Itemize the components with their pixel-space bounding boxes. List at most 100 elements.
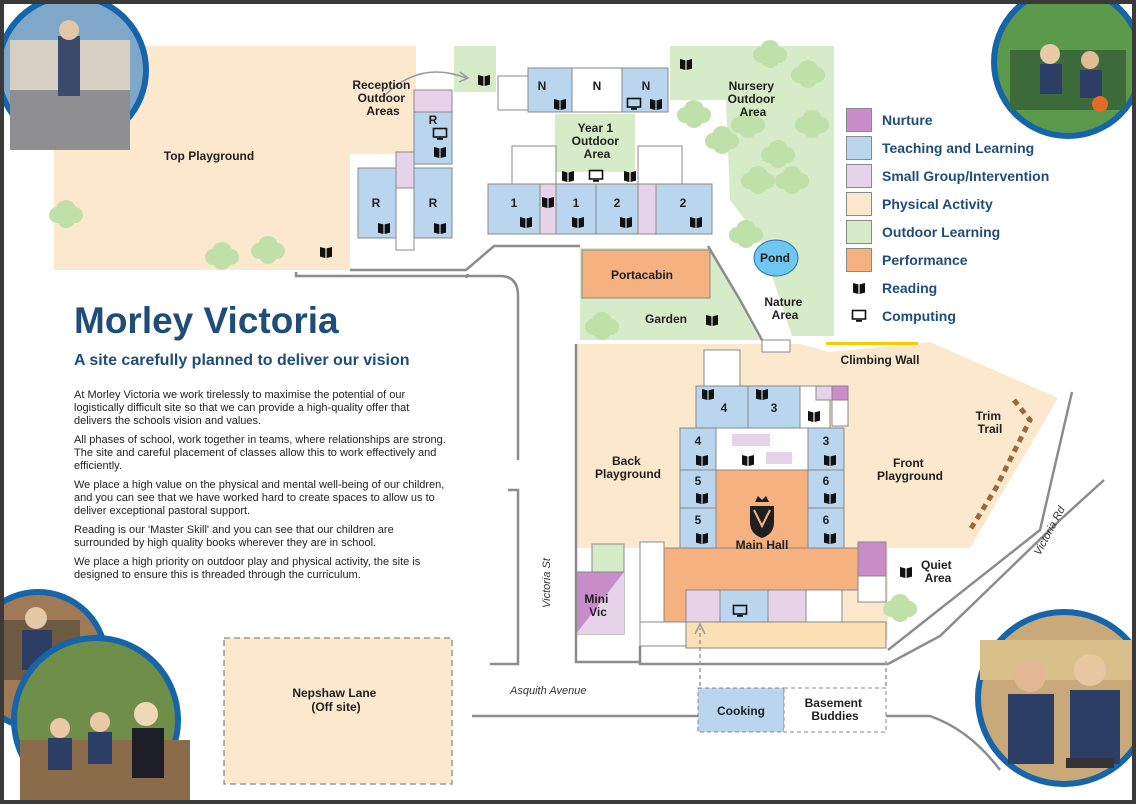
legend-label: Reading — [882, 280, 938, 296]
legend-label: Small Group/Intervention — [882, 168, 1050, 184]
legend-item-outdoor: Outdoor Learning — [846, 218, 1049, 246]
site-map: Top Playground Reception Outdoor Areas N… — [4, 4, 1132, 800]
top-playground-label: Top Playground — [164, 149, 254, 163]
reception-arrow — [383, 71, 467, 97]
legend-swatch — [846, 192, 872, 216]
front-playground-label: Front Playground — [877, 456, 943, 483]
legend-item-physical: Physical Activity — [846, 190, 1049, 218]
intro-text: At Morley Victoria we work tirelessly to… — [74, 389, 446, 588]
nurture-room-reception — [395, 151, 415, 189]
year2-link — [637, 183, 657, 235]
legend-label: Computing — [882, 308, 956, 324]
climbing-wall — [826, 342, 918, 345]
nurture-room-main — [831, 385, 849, 401]
computer-icon — [846, 304, 872, 328]
year3-room-label: 3 — [771, 401, 778, 415]
intro-paragraph: We place a high value on the physical an… — [74, 479, 445, 517]
legend-label: Outdoor Learning — [882, 224, 1001, 240]
legend-item-small-group: Small Group/Intervention — [846, 162, 1049, 190]
nursery-room-2 — [571, 67, 623, 113]
legend-swatch — [846, 108, 872, 132]
year1-outdoor-area — [555, 114, 635, 172]
photo-top-left — [4, 4, 149, 150]
main-hall-label: Main Hall — [736, 538, 789, 552]
legend-label: Nurture — [882, 112, 933, 128]
legend-swatch — [846, 136, 872, 160]
legend-item-teaching: Teaching and Learning — [846, 134, 1049, 162]
school-crest-icon — [750, 496, 774, 538]
nursery-room-label: N — [593, 79, 602, 93]
year1-room-label: 1 — [511, 196, 518, 210]
asquith-avenue-label: Asquith Avenue — [509, 685, 586, 697]
year5-room-label: 5 — [695, 474, 702, 488]
intervention-room-lower-b — [767, 589, 807, 623]
year1-room-label: 1 — [573, 196, 580, 210]
year1-corridor — [539, 183, 557, 235]
pond — [753, 239, 799, 277]
reception-room-label: R — [372, 196, 381, 210]
year3-room-label: 3 — [823, 434, 830, 448]
back-playground-label: Back Playground — [595, 454, 661, 481]
reception-room-label: R — [429, 196, 438, 210]
year2-room-label: 2 — [614, 196, 621, 210]
garden-label: Garden — [645, 312, 687, 326]
lower-corridor — [685, 621, 887, 649]
photo-top-right — [991, 4, 1132, 139]
intro-paragraph: We place a high priority on outdoor play… — [74, 556, 421, 581]
nature-area-label: Nature Area — [764, 295, 805, 322]
legend-item-reading: Reading — [846, 274, 1049, 302]
reception-outdoor-area — [350, 46, 416, 154]
year2-room-b — [655, 183, 713, 235]
nursery-room-label: N — [538, 79, 547, 93]
intro-paragraph: Reading is our 'Master Skill' and you ca… — [74, 524, 394, 549]
climbing-wall-label: Climbing Wall — [841, 353, 920, 367]
site-map-page: Top Playground Reception Outdoor Areas N… — [4, 4, 1132, 800]
photo-bottom-left — [4, 589, 190, 800]
photo-bottom-right — [975, 609, 1132, 787]
nursery-outdoor-label: Nursery Outdoor Area — [728, 79, 779, 119]
basement-buddies-label: Basement Buddies — [805, 696, 866, 723]
legend-label: Performance — [882, 252, 968, 268]
year6-room-label: 6 — [823, 513, 830, 527]
trim-trail-label: Trim Trail — [976, 409, 1005, 436]
year6-room-label: 6 — [823, 474, 830, 488]
legend-item-nurture: Nurture — [846, 106, 1049, 134]
legend-item-performance: Performance — [846, 246, 1049, 274]
year1-outdoor-upper — [454, 46, 496, 92]
intervention-room-reception — [413, 89, 453, 113]
reception-room-label: R — [429, 113, 438, 127]
intro-paragraph: At Morley Victoria we work tirelessly to… — [74, 389, 410, 427]
cooking-label: Cooking — [717, 704, 765, 718]
mini-vic-label: Mini Vic — [584, 592, 611, 619]
victoria-st-label: Victoria St — [541, 557, 553, 608]
map-legend: Nurture Teaching and Learning Small Grou… — [846, 106, 1049, 330]
portacabin-label: Portacabin — [611, 268, 673, 282]
legend-item-computing: Computing — [846, 302, 1049, 330]
page-title: Morley Victoria — [74, 300, 339, 341]
reception-outdoor-label: Reception Outdoor Areas — [352, 78, 413, 118]
intervention-room-lower-a — [685, 589, 721, 623]
reception-link-corridor — [395, 187, 415, 251]
year5-room-label: 5 — [695, 513, 702, 527]
quiet-area-label: Quiet Area — [921, 558, 955, 585]
nursery-room-label: N — [642, 79, 651, 93]
nepshaw-lane-label: Nepshaw Lane (Off site) — [292, 686, 379, 714]
trim-trail — [967, 398, 1033, 532]
nepshaw-lane-site — [223, 637, 453, 785]
year4-room-label: 4 — [695, 434, 702, 448]
year2-room-label: 2 — [680, 196, 687, 210]
nurture-room-hall — [857, 541, 887, 577]
legend-swatch — [846, 164, 872, 188]
legend-swatch — [846, 248, 872, 272]
pond-label: Pond — [760, 251, 790, 265]
page-subtitle: A site carefully planned to deliver our … — [74, 352, 410, 369]
year1-outdoor-label: Year 1 Outdoor Area — [572, 121, 623, 161]
portacabin — [581, 249, 711, 299]
main-building-top — [703, 349, 741, 387]
legend-label: Teaching and Learning — [882, 140, 1035, 156]
book-icon — [846, 276, 872, 300]
legend-swatch — [846, 220, 872, 244]
intro-paragraph: All phases of school, work together in t… — [74, 434, 446, 472]
year4-room-label: 4 — [721, 401, 728, 415]
legend-label: Physical Activity — [882, 196, 993, 212]
